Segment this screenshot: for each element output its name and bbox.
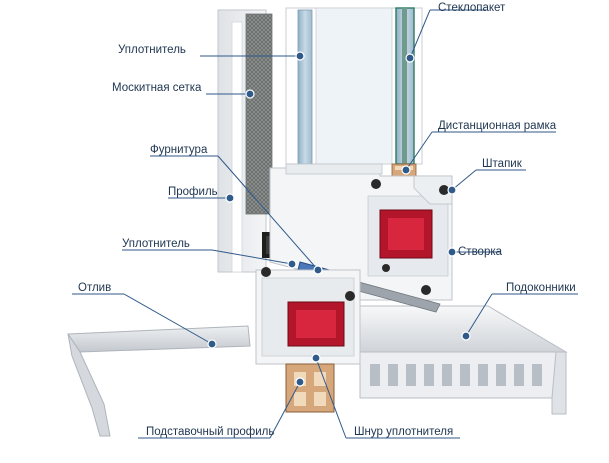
label-glazing-bead: Штапик — [482, 158, 522, 170]
label-drip: Отлив — [78, 282, 112, 294]
label-seal-top: Уплотнитель — [118, 44, 186, 56]
label-seal-cord: Шнур уплотнителя — [354, 426, 454, 438]
label-seal-bottom: Уплотнитель — [122, 238, 190, 250]
label-support-profile: Подставочный профиль — [146, 426, 275, 438]
window-sill — [298, 305, 568, 415]
label-hardware: Фурнитура — [150, 144, 208, 156]
drip-sill — [67, 325, 251, 437]
frame-profile — [217, 9, 284, 273]
support-profile — [285, 363, 335, 413]
leader-lines — [72, 9, 578, 439]
label-mosquito-net: Москитная сетка — [112, 82, 202, 94]
window-illustration — [67, 7, 568, 437]
label-glazing-unit: Стеклопакет — [438, 2, 506, 14]
label-sash: Створка — [458, 246, 503, 258]
glazing-unit — [285, 7, 423, 179]
label-spacer-frame: Дистанционная рамка — [438, 120, 557, 132]
label-profile: Профиль — [168, 186, 218, 198]
lower-frame — [255, 267, 361, 365]
label-window-sill: Подоконники — [506, 282, 576, 294]
